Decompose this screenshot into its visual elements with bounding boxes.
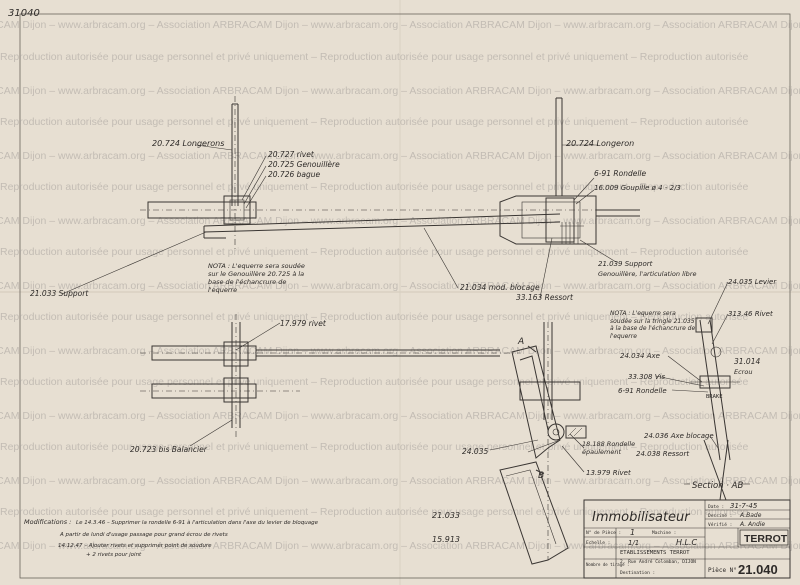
- dessine-value: A.Bade: [739, 512, 762, 519]
- num-piece-label: N° de Pièce :: [586, 529, 621, 536]
- corner-number: 31040: [8, 8, 40, 19]
- machine-value: H.L.C: [676, 538, 698, 547]
- nombre-label: Nombre de tirage :: [586, 562, 629, 567]
- brand-box: [739, 529, 789, 546]
- watermark-text: Reproduction autorisée pour usage person…: [0, 311, 748, 323]
- echelle-value: 1/1: [628, 539, 639, 547]
- label-rondelle-right: 6-91 Rondelle: [618, 387, 667, 395]
- watermark-text: ARBRACAM Dijon – www.arbracam.org – Asso…: [0, 540, 800, 552]
- label-support-right: 21.039 Support: [598, 260, 653, 268]
- piece-number-value: 21.040: [738, 562, 778, 577]
- modifications-row-3: 14.12.47 – Ajouter rivets et supprimer p…: [58, 543, 212, 549]
- watermark-text: ARBRACAM Dijon – www.arbracam.org – Asso…: [0, 410, 800, 422]
- watermark-text: Reproduction autorisée pour usage person…: [0, 181, 748, 193]
- title-block: Immobilisateur Date : 31-7-45 Dessiné : …: [583, 499, 791, 579]
- label-longeron-right: 20.724 Longeron: [566, 139, 634, 148]
- watermark-text: Reproduction autorisée pour usage person…: [0, 246, 748, 258]
- label-rondelle-epaulement: 18.188 Rondelle épaulement: [582, 440, 636, 456]
- echelle-label: Echelle :: [586, 540, 610, 546]
- label-levier: 24.035 Levier: [728, 278, 777, 286]
- label-ressort: 33.163 Ressort: [516, 293, 574, 302]
- date-value: 31-7-45: [730, 502, 758, 510]
- modifications-row-2: A partir de lundi d'usage passage pour g…: [59, 531, 228, 538]
- label-ecrou: Ecrou: [734, 368, 752, 376]
- watermark-text: Reproduction autorisée pour usage person…: [0, 376, 748, 388]
- watermark-text: ARBRACAM Dijon – www.arbracam.org – Asso…: [0, 280, 800, 292]
- leader-lines: [61, 144, 729, 473]
- label-rivet-right: 313.46 Rivet: [728, 310, 773, 318]
- brand-logo: TERROT: [744, 533, 788, 545]
- nota-left-box: NOTA : L'equerre sera soudée sur le Geno…: [208, 262, 305, 294]
- label-genouillere: 20.725 Genouillère: [268, 160, 340, 169]
- label-rondelle-epaulement-box: 18.188 Rondelle épaulement: [582, 440, 636, 456]
- label-15913: 15.913: [432, 535, 460, 544]
- label-rivet: 20.727 rivet: [268, 150, 315, 159]
- label-rondelle: 6-91 Rondelle: [594, 169, 647, 178]
- label-31014: 31.014: [734, 357, 760, 366]
- verifie-value: A. Andie: [739, 521, 765, 528]
- label-axe: 24.034 Axe: [620, 352, 660, 360]
- destination-label: Destination :: [620, 570, 655, 576]
- detail-right-drawing: [690, 317, 740, 501]
- company-name: ETABLISSEMENTS TERROT: [620, 550, 690, 556]
- label-support: 21.033 Support: [30, 289, 89, 298]
- modifications-block: Modifications : Le 14.3.46 – Supprimer l…: [24, 518, 319, 558]
- label-section-ab: Section · AB: [692, 481, 744, 491]
- nota-left-text: NOTA : L'equerre sera soudée sur le Geno…: [208, 262, 305, 294]
- company-address: 2, Rue André Colomban, DIJON: [620, 558, 696, 565]
- watermark-text: Reproduction autorisée pour usage person…: [0, 51, 748, 63]
- modifications-title: Modifications :: [24, 518, 71, 526]
- watermark-text: ARBRACAM Dijon – www.arbracam.org – Asso…: [0, 150, 800, 162]
- label-ressort-right: 24.038 Ressort: [636, 450, 689, 458]
- drawing-frame: [19, 13, 791, 579]
- title-block-title: Immobilisateur: [592, 510, 691, 525]
- label-longerons: 20.724 Longerons: [152, 139, 224, 148]
- modifications-row-4: + 2 rivets pour joint: [86, 552, 142, 558]
- verifie-label: Vérifié :: [708, 521, 732, 528]
- label-rivet-middle: 17.979 rivet: [280, 319, 327, 328]
- dessine-label: Dessiné :: [708, 512, 732, 519]
- watermark-text: ARBRACAM Dijon – www.arbracam.org – Asso…: [0, 345, 800, 357]
- label-brake: BRAKE: [706, 394, 723, 400]
- section-ab-drawing: A B: [499, 322, 587, 565]
- middle-view-drawing: [140, 314, 520, 440]
- top-view-drawing: [140, 96, 640, 252]
- watermark-text: Reproduction autorisée pour usage person…: [0, 441, 748, 453]
- watermark-text: ARBRACAM Dijon – www.arbracam.org – Asso…: [0, 19, 800, 31]
- watermark-text: ARBRACAM Dijon – www.arbracam.org – Asso…: [0, 475, 800, 487]
- label-goupille: 16.009 Goupille ø 4 - 2/3: [594, 184, 681, 192]
- date-label: Date :: [708, 504, 724, 510]
- label-mod-blocage: 21.034 mod. blocage: [460, 283, 540, 292]
- label-articulation: Genouillère, l'articulation libre: [598, 270, 696, 278]
- machine-label: Machine :: [652, 530, 676, 536]
- label-21033: 21.033: [432, 511, 460, 520]
- modifications-row-1: Le 14.3.46 – Supprimer la rondelle 6-91 …: [76, 519, 319, 526]
- label-balancier: 20.723 bis Balancier: [130, 445, 208, 454]
- label-24035: 24.035: [462, 447, 488, 456]
- watermark: ARBRACAM Dijon – www.arbracam.org – Asso…: [0, 19, 800, 552]
- labels: 20.724 Longerons 20.727 rivet 20.725 Gen…: [30, 139, 777, 544]
- label-bague: 20.726 bague: [268, 170, 320, 179]
- watermark-text: Reproduction autorisée pour usage person…: [0, 116, 748, 128]
- label-vis: 33.308 Vis: [628, 373, 665, 381]
- section-letter-a: A: [517, 337, 524, 347]
- watermark-text: ARBRACAM Dijon – www.arbracam.org – Asso…: [0, 215, 800, 227]
- watermark-text: ARBRACAM Dijon – www.arbracam.org – Asso…: [0, 85, 800, 97]
- num-piece-value: 1: [630, 528, 635, 537]
- label-axe-blocage: 24.036 Axe blocage: [644, 432, 714, 440]
- piece-number-label: Pièce N°: [708, 567, 737, 574]
- nota-right-text: NOTA : L'equerre sera soudée sur la trin…: [610, 310, 696, 340]
- label-rivet-bottom: 13.979 Rivet: [586, 469, 631, 477]
- section-letter-b: B: [538, 471, 544, 481]
- nota-right-box: NOTA : L'equerre sera soudée sur la trin…: [610, 310, 696, 340]
- watermark-text: Reproduction autorisée pour usage person…: [0, 506, 748, 518]
